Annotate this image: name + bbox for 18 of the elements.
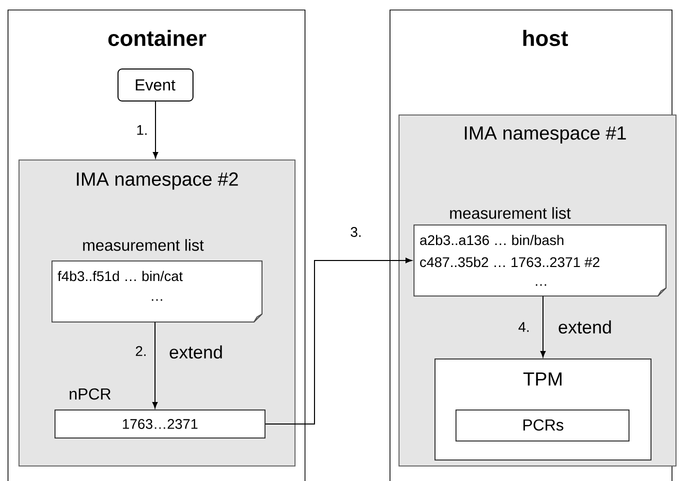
node-label: measurement list: [450, 207, 571, 219]
edge-label: 1.: [137, 125, 147, 135]
measurement-list-document: measurement list a2b3..a136 … bin/bash c487..35b2 … 1763..2371 #2 …: [414, 207, 666, 296]
arrow: [265, 258, 412, 424]
operation-label: extend: [558, 320, 611, 334]
operation-label: extend: [170, 345, 222, 359]
measurement-list-document: measurement list f4b3..f51d … bin/cat …: [52, 239, 262, 322]
pcr-box: nPCR 1763…2371: [54, 388, 266, 438]
pcr-box: PCRs: [456, 410, 630, 442]
edge-label: 4.: [518, 322, 529, 332]
arrow: [152, 322, 158, 408]
event-box: Event: [118, 68, 194, 102]
edge-label: 3.: [350, 227, 361, 237]
node-label: measurement list: [83, 239, 204, 251]
edge-label: 2.: [136, 346, 146, 356]
node-label: nPCR: [70, 388, 111, 400]
arrow: [540, 296, 546, 358]
arrow: [152, 100, 158, 158]
